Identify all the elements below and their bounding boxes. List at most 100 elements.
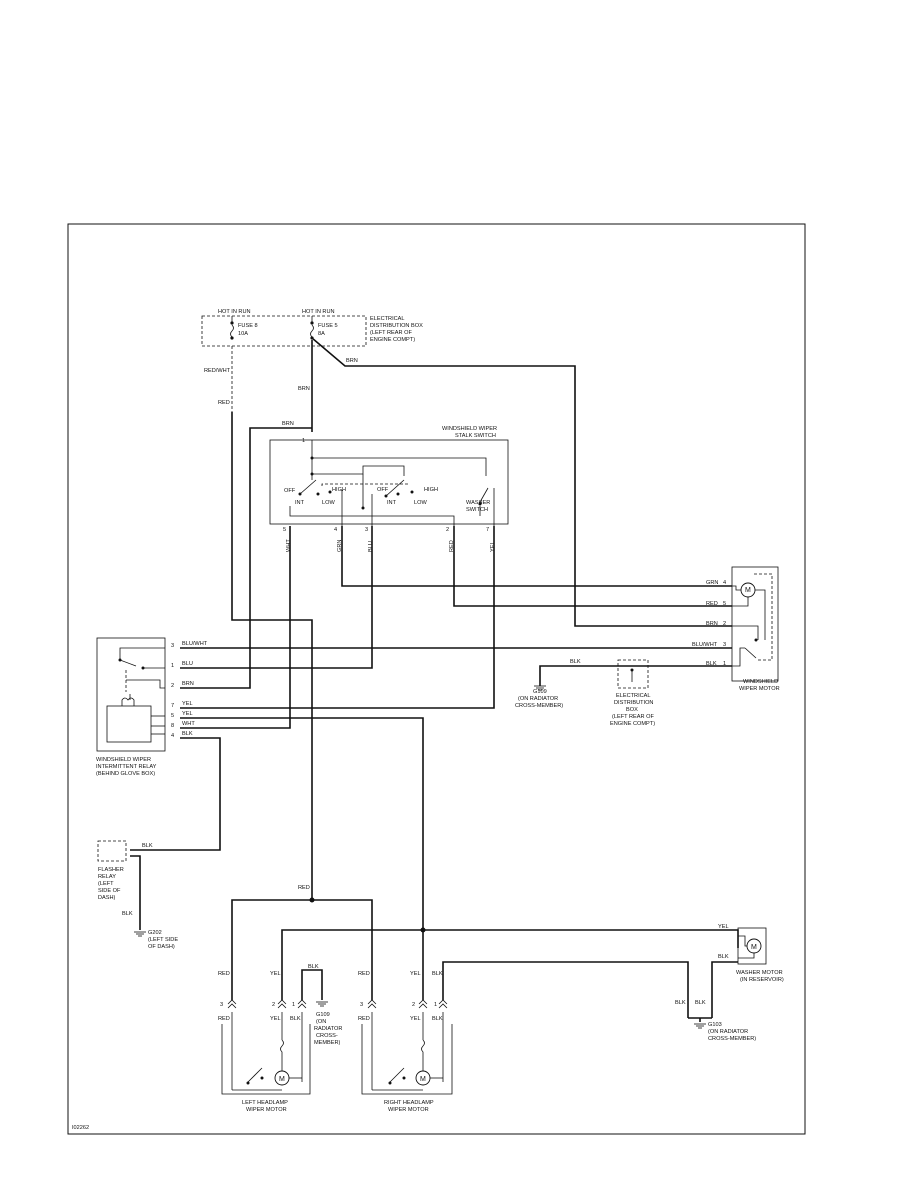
distribution-box-2: ELECTRICAL DISTRIBUTION BOX (LEFT REAR O… [610, 659, 655, 727]
relay-pin-4: 4 [171, 733, 174, 739]
stalk-pin-5: 5 [283, 527, 286, 533]
headlamp-connectors [227, 999, 448, 1009]
g109b-ground: G109 (ON RADIATOR CROSS- MEMBER) [314, 1001, 342, 1046]
motor-pin-4: 4 [723, 580, 726, 586]
right-wire-yel: YEL [410, 971, 421, 977]
dist-box2-3: BOX [626, 707, 638, 713]
left-headlamp-title-2: WIPER MOTOR [246, 1107, 287, 1113]
fuse-8-rating: 10A [238, 331, 248, 337]
g103-ground: G103 (ON RADIATOR CROSS-MEMBER) [694, 1022, 756, 1042]
motor-wire-brn: BRN [706, 621, 718, 627]
wiper-motor-title-2: WIPER MOTOR [739, 686, 780, 692]
relay-pin-7: 7 [171, 703, 174, 709]
stalk-int-1: INT [295, 500, 305, 506]
flasher-title-4: SIDE OF [98, 888, 121, 894]
relay-pin-5: 5 [171, 713, 174, 719]
wire-label-red-top: RED [218, 400, 230, 406]
flasher-relay: BLK FLASHER RELAY (LEFT SIDE OF DASH) [97, 840, 153, 901]
left-wire-blk-2: BLK [290, 1016, 301, 1022]
g103-label-2: (ON RADIATOR [708, 1029, 748, 1035]
motor-wire-red: RED [706, 601, 718, 607]
fuse-box-title-1: ELECTRICAL [370, 316, 405, 322]
left-wire-red-2: RED [218, 1016, 230, 1022]
right-headlamp-motor: M RIGHT HEADLAMP WIPER MOTOR [361, 1012, 453, 1113]
g202-label-1: G202 [148, 930, 162, 936]
left-headlamp-motor: M LEFT HEADLAMP WIPER MOTOR [221, 1012, 311, 1113]
relay-pin-8: 8 [171, 723, 174, 729]
wire-label-blk-washer: BLK [718, 954, 729, 960]
stalk-pin-2: 2 [446, 527, 449, 533]
relay-title-3: (BEHIND GLOVE BOX) [96, 771, 155, 777]
stalk-wire-grn: GRN [337, 540, 343, 552]
motor-wire-grn: GRN [706, 580, 718, 586]
g109-label-3: CROSS-MEMBER) [515, 703, 563, 709]
wire-label-blk-g202: BLK [122, 911, 133, 917]
relay-pin-3: 3 [171, 643, 174, 649]
g109b-label-4: CROSS- [316, 1033, 338, 1039]
relay-wire-brn: BRN [182, 681, 194, 687]
intermittent-relay: 3 1 2 7 5 8 4 BLU/WHT BLU BRN YEL YEL WH… [96, 637, 208, 777]
wire-label-brn-stalk: BRN [282, 421, 294, 427]
svg-text:M: M [745, 587, 751, 594]
g202-label-3: OF DASH) [148, 944, 175, 950]
stalk-switch-title-2: STALK SWITCH [455, 433, 496, 439]
stalk-low-2: LOW [414, 500, 427, 506]
g109b-label-2: (ON [316, 1019, 326, 1025]
fuse-5-label: FUSE 5 [318, 323, 338, 329]
dist-box2-1: ELECTRICAL [616, 693, 651, 699]
right-wire-red: RED [358, 971, 370, 977]
svg-text:M: M [420, 1076, 426, 1083]
motor-wire-blu-wht: BLU/WHT [692, 642, 718, 648]
fuse-box-title-3: (LEFT REAR OF [370, 330, 412, 336]
flasher-title-1: FLASHER [98, 867, 124, 873]
stalk-washer-1: WASHER [466, 500, 490, 506]
right-headlamp-title-1: RIGHT HEADLAMP [384, 1100, 434, 1106]
g202-label-2: (LEFT SIDE [148, 937, 178, 943]
relay-pin-2: 2 [171, 683, 174, 689]
diagram-frame [67, 223, 806, 1135]
dist-box2-2: DISTRIBUTION [614, 700, 653, 706]
washer-motor-title-2: (IN RESERVOIR) [740, 977, 784, 983]
hot-in-run-left: HOT IN RUN [218, 309, 251, 315]
flasher-title-5: DASH) [98, 895, 116, 901]
g109-ground: G109 (ON RADIATOR CROSS-MEMBER) [515, 685, 563, 709]
dist-box2-5: ENGINE COMPT) [610, 721, 655, 727]
wire-label-blk-g109b: BLK [308, 964, 319, 970]
wire-label-blk-g103-2: BLK [695, 1000, 706, 1006]
stalk-int-2: INT [387, 500, 397, 506]
stalk-switch: WINDSHIELD WIPER STALK SWITCH 1 OFF HIGH… [269, 426, 509, 552]
stalk-wire-wht: WHT [286, 539, 292, 552]
g109b-label-5: MEMBER) [314, 1040, 341, 1046]
g109-label-1: G109 [533, 689, 547, 695]
g103-label-1: G103 [708, 1022, 722, 1028]
left-pin-1: 1 [292, 1002, 295, 1008]
windshield-wiper-motor: M 4 5 2 3 1 GRN RED BRN BLU/WHT BLK WIND… [692, 566, 780, 692]
svg-text:M: M [279, 1076, 285, 1083]
right-wire-blk-2: BLK [432, 1016, 443, 1022]
wire-label-blk-g109: BLK [570, 659, 581, 665]
relay-wire-blu-wht: BLU/WHT [182, 641, 208, 647]
stalk-switch-title-1: WINDSHIELD WIPER [442, 426, 497, 432]
motor-pin-1: 1 [723, 661, 726, 667]
relay-wire-wht: WHT [182, 721, 195, 727]
wire-label-brn-top: BRN [346, 358, 358, 364]
relay-wire-yel-2: YEL [182, 711, 193, 717]
right-pin-1: 1 [434, 1002, 437, 1008]
dist-box2-4: (LEFT REAR OF [612, 714, 654, 720]
stalk-wire-red: RED [449, 540, 455, 552]
wire-label-blk-g103-1: BLK [675, 1000, 686, 1006]
right-headlamp-title-2: WIPER MOTOR [388, 1107, 429, 1113]
left-pin-2: 2 [272, 1002, 275, 1008]
svg-text:M: M [751, 944, 757, 951]
washer-motor: M WASHER MOTOR (IN RESERVOIR) [736, 927, 784, 983]
relay-title-1: WINDSHIELD WIPER [96, 757, 151, 763]
motor-pin-2: 2 [723, 621, 726, 627]
left-pin-3: 3 [220, 1002, 223, 1008]
left-wire-yel-2: YEL [270, 1016, 281, 1022]
washer-motor-title-1: WASHER MOTOR [736, 970, 783, 976]
right-wire-blk: BLK [432, 971, 443, 977]
stalk-pin-4: 4 [334, 527, 337, 533]
relay-wire-blu: BLU [182, 661, 193, 667]
fuse-5-rating: 8A [318, 331, 325, 337]
